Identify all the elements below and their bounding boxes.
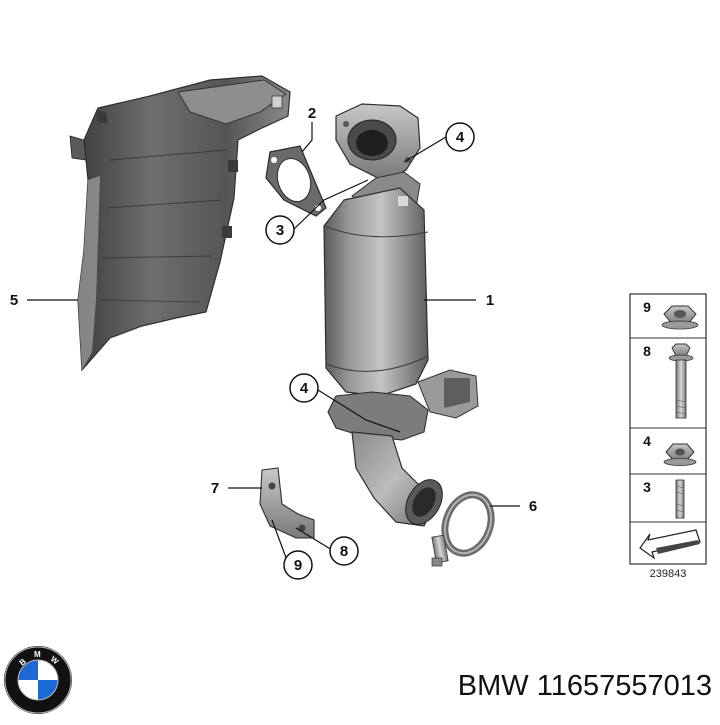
legend-row-bolt-8: 8 [643,343,694,419]
svg-text:3: 3 [276,222,284,239]
callout-1: 1 [486,292,494,309]
svg-text:9: 9 [643,299,651,315]
legend-row-nut-9: 9 [643,299,699,330]
svg-text:6: 6 [529,498,537,515]
gasket-part [265,145,327,217]
svg-text:1: 1 [486,292,494,309]
clamp-part [431,491,495,567]
heat-shield-part [69,75,291,372]
leader-lines [27,122,520,564]
callout-8: 8 [329,536,359,566]
callout-7: 7 [211,480,219,497]
svg-text:M: M [34,650,41,659]
callout-3: 3 [265,215,295,245]
svg-text:4: 4 [643,433,651,449]
svg-text:4: 4 [456,129,465,146]
svg-text:3: 3 [643,479,651,495]
legend-row-nut-4: 4 [643,433,697,466]
direction-arrow-icon [639,529,701,560]
svg-text:9: 9 [294,557,302,574]
svg-text:7: 7 [211,480,219,497]
bracket-part [259,467,315,539]
callout-2: 2 [308,105,316,122]
svg-text:W: W [49,654,61,666]
callout-4-top: 4 [445,122,475,152]
catalytic-converter-part [323,103,479,527]
callout-4-mid: 4 [289,373,319,403]
part-number-label: BMW 11657557013 [458,670,712,702]
svg-text:5: 5 [10,292,18,309]
svg-text:4: 4 [300,380,309,397]
diagram-reference: 239843 [650,568,687,580]
hardware-legend: 9 8 4 3 [629,293,707,565]
svg-text:8: 8 [340,543,348,560]
svg-text:B: B [18,657,28,668]
bmw-logo: B M W [4,646,72,714]
callout-6: 6 [529,498,537,515]
callout-5: 5 [10,292,18,309]
svg-text:2: 2 [308,105,316,122]
svg-text:8: 8 [643,343,651,359]
legend-row-stud-3: 3 [643,479,685,519]
callout-9: 9 [283,550,313,580]
